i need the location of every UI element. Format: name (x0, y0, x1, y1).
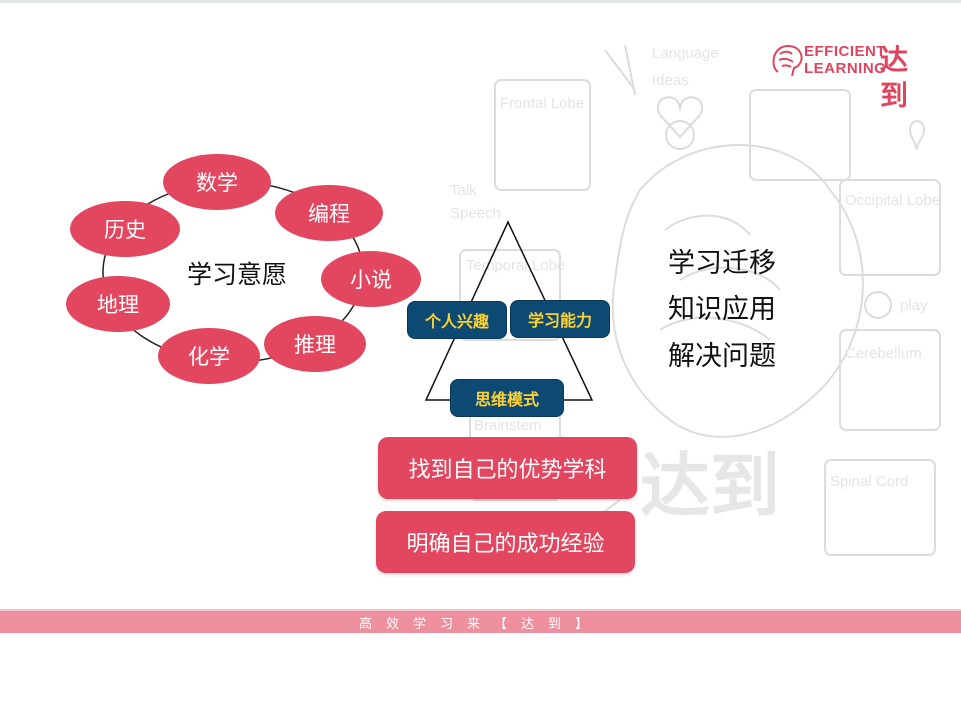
svg-text:Brainstem: Brainstem (474, 417, 542, 434)
brand-logo: EFFICIENT LEARNING 达到 (770, 40, 930, 112)
subject-bubble-reasoning: 推理 (264, 316, 366, 372)
svg-text:Talk: Talk (450, 182, 477, 199)
footer-slogan-band: 高效学习来【达到】 (0, 609, 961, 633)
subject-bubble-math: 数学 (163, 154, 271, 210)
watermark-da-dao: 达到 (640, 444, 780, 527)
brain-logo-icon (772, 45, 803, 77)
brand-english-line-1: EFFICIENT (804, 43, 886, 60)
brain-sketch-background: Frontal Lobe Temporal Lobe Brainstem Occ… (450, 44, 941, 556)
outcome-problem-solving: 解决问题 (668, 341, 776, 372)
subject-bubble-history: 历史 (70, 201, 180, 257)
tag-thinking-mode: 思维模式 (451, 380, 563, 416)
brand-chinese-name: 达到 (880, 43, 909, 112)
subject-bubble-chemistry: 化学 (158, 328, 260, 384)
learning-willingness-label: 学习意愿 (186, 260, 287, 289)
svg-text:Language: Language (652, 45, 719, 62)
outcome-knowledge-application: 知识应用 (668, 294, 776, 325)
tag-personal-interest: 个人兴趣 (408, 302, 506, 338)
outcome-learning-transfer: 学习迁移 (668, 248, 776, 279)
svg-text:Cerebellum: Cerebellum (845, 345, 922, 362)
clarify-success-experience-button[interactable]: 明确自己的成功经验 (376, 511, 635, 573)
subject-bubble-programming: 编程 (275, 185, 383, 241)
svg-text:Ideas: Ideas (652, 72, 689, 89)
svg-text:Speech: Speech (450, 205, 501, 222)
svg-text:Occipital Lobe: Occipital Lobe (845, 192, 940, 209)
subject-bubble-novel: 小说 (321, 251, 421, 307)
brand-english-line-2: LEARNING (804, 60, 887, 77)
top-rule (0, 0, 961, 3)
svg-text:Frontal Lobe: Frontal Lobe (500, 95, 584, 112)
find-strength-subject-button[interactable]: 找到自己的优势学科 (378, 437, 637, 499)
footer-slogan: 高效学习来【达到】 (358, 616, 602, 632)
svg-text:Spinal Cord: Spinal Cord (830, 473, 908, 490)
tag-learning-ability: 学习能力 (511, 301, 609, 337)
svg-text:Temporal Lobe: Temporal Lobe (466, 257, 565, 274)
svg-text:play: play (900, 297, 928, 314)
subject-bubble-geography: 地理 (66, 276, 170, 332)
